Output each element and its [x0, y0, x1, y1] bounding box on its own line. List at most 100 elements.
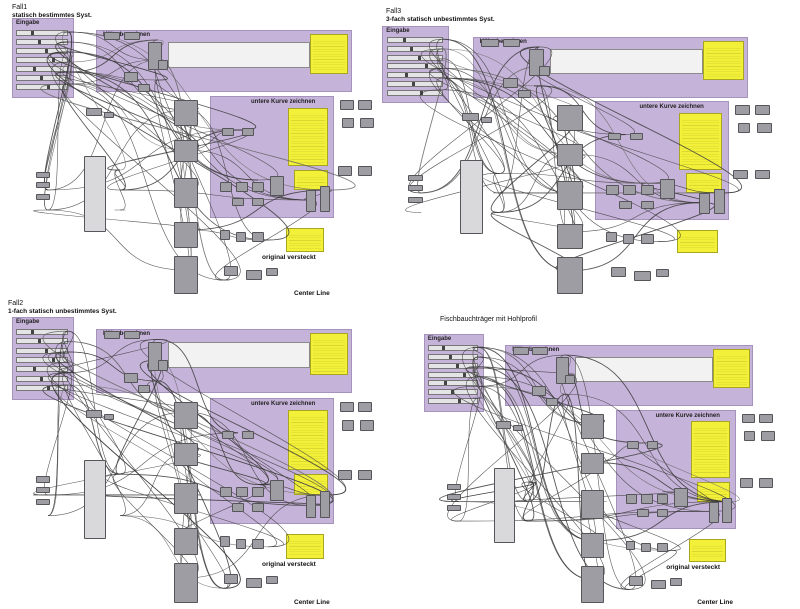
component-node[interactable] [104, 331, 120, 340]
yellow-panel-2[interactable] [679, 113, 723, 170]
component-node[interactable] [660, 179, 676, 199]
component-node[interactable] [36, 182, 50, 188]
slider-knob[interactable] [404, 73, 408, 78]
component-node[interactable] [220, 182, 232, 192]
number-slider-5[interactable] [386, 72, 443, 79]
number-slider-6[interactable] [16, 375, 68, 382]
component-node[interactable] [556, 224, 583, 250]
component-node[interactable] [532, 386, 546, 397]
component-node[interactable] [634, 270, 652, 281]
component-node[interactable] [565, 374, 576, 385]
component-node[interactable] [124, 72, 138, 82]
component-node[interactable] [656, 542, 669, 553]
expression-panel[interactable] [550, 48, 704, 75]
slider-knob[interactable] [449, 355, 453, 360]
slider-knob[interactable] [462, 372, 466, 377]
component-node[interactable] [447, 505, 461, 512]
component-node[interactable] [158, 60, 168, 70]
component-node[interactable] [623, 185, 637, 195]
component-node[interactable] [174, 482, 198, 514]
component-node[interactable] [306, 494, 316, 518]
component-node[interactable] [722, 497, 733, 524]
component-node[interactable] [174, 563, 198, 603]
component-node[interactable] [610, 266, 626, 277]
component-node[interactable] [656, 509, 669, 518]
component-node[interactable] [252, 486, 264, 498]
component-node[interactable] [222, 128, 234, 136]
component-node[interactable] [270, 176, 284, 196]
component-node[interactable] [737, 122, 751, 133]
component-node[interactable] [360, 118, 374, 128]
component-node[interactable] [447, 483, 461, 490]
number-slider-3[interactable] [386, 54, 443, 61]
component-node[interactable] [246, 577, 262, 589]
component-node[interactable] [236, 486, 248, 498]
component-node[interactable] [266, 575, 278, 585]
component-node[interactable] [759, 413, 773, 424]
component-node[interactable] [698, 192, 710, 215]
component-node[interactable] [743, 431, 756, 441]
component-node[interactable] [36, 499, 50, 506]
component-node[interactable] [656, 493, 669, 504]
component-node[interactable] [358, 166, 372, 176]
component-node[interactable] [252, 232, 264, 242]
component-node[interactable] [338, 470, 352, 481]
component-node[interactable] [220, 486, 232, 498]
component-node[interactable] [174, 100, 198, 126]
component-node[interactable] [759, 478, 773, 488]
component-node[interactable] [608, 132, 622, 141]
component-node[interactable] [546, 398, 558, 406]
component-node[interactable] [580, 452, 605, 475]
component-node[interactable] [320, 490, 330, 518]
expression-panel[interactable] [168, 42, 310, 68]
component-node[interactable] [461, 113, 480, 121]
component-node[interactable] [236, 232, 246, 242]
number-slider-5[interactable] [16, 366, 68, 373]
component-node[interactable] [556, 257, 583, 295]
component-node[interactable] [252, 198, 264, 206]
slider-knob[interactable] [40, 376, 43, 381]
component-node[interactable] [408, 175, 424, 182]
component-node[interactable] [138, 84, 150, 92]
number-slider-6[interactable] [427, 389, 479, 396]
component-node[interactable] [252, 503, 264, 512]
component-node[interactable] [625, 493, 638, 504]
yellow-panel-2[interactable] [691, 421, 731, 479]
number-slider-7[interactable] [16, 385, 68, 392]
component-node[interactable] [174, 401, 198, 429]
slider-knob[interactable] [451, 390, 455, 395]
component-node[interactable] [619, 200, 633, 209]
component-node[interactable] [224, 573, 238, 585]
component-node[interactable] [158, 360, 168, 371]
component-node[interactable] [655, 268, 669, 277]
component-node[interactable] [641, 493, 653, 504]
component-node[interactable] [252, 538, 264, 549]
component-node[interactable] [360, 420, 374, 431]
component-node[interactable] [84, 459, 106, 539]
component-node[interactable] [236, 182, 248, 192]
yellow-panel-4[interactable] [689, 538, 727, 563]
component-node[interactable] [174, 222, 198, 248]
number-slider-1[interactable] [386, 37, 443, 44]
component-node[interactable] [174, 178, 198, 208]
component-node[interactable] [580, 489, 605, 520]
component-node[interactable] [640, 233, 654, 244]
component-node[interactable] [641, 542, 651, 553]
component-node[interactable] [556, 144, 583, 166]
slider-knob[interactable] [410, 46, 414, 51]
component-node[interactable] [459, 159, 484, 234]
component-node[interactable] [338, 166, 352, 176]
component-node[interactable] [502, 39, 521, 47]
component-node[interactable] [640, 200, 654, 209]
component-node[interactable] [580, 566, 605, 604]
component-node[interactable] [36, 172, 50, 178]
yellow-panel-1[interactable] [712, 349, 750, 389]
slider-knob[interactable] [457, 399, 461, 404]
yellow-panel-4[interactable] [286, 534, 324, 560]
number-slider-1[interactable] [427, 345, 479, 352]
component-node[interactable] [627, 441, 640, 449]
component-node[interactable] [104, 414, 114, 421]
component-node[interactable] [104, 32, 120, 40]
component-node[interactable] [580, 532, 605, 559]
component-node[interactable] [708, 501, 719, 524]
